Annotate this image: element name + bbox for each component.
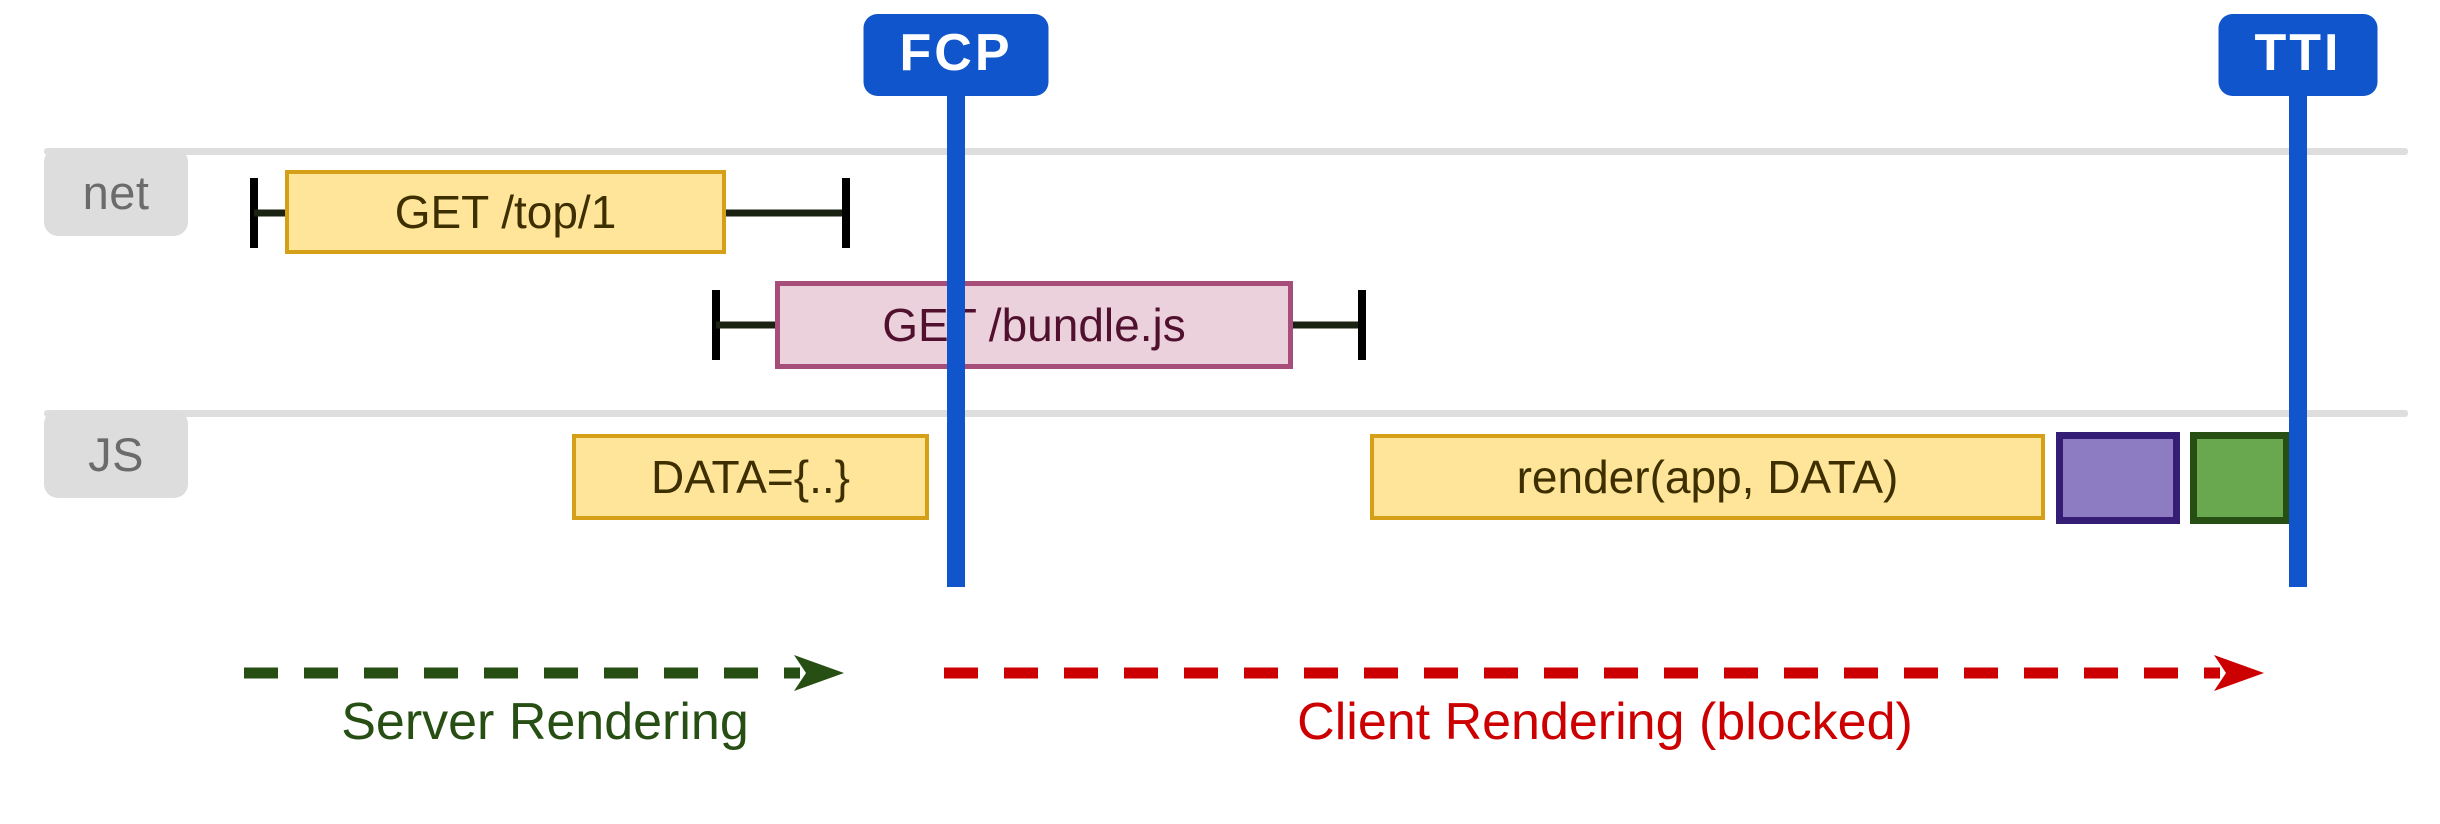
milestone-tti-flag[interactable]: TTI bbox=[2218, 14, 2378, 96]
milestone-fcp-stem bbox=[947, 74, 965, 587]
task-data-assign[interactable]: DATA={..} bbox=[572, 434, 929, 520]
task-data-assign-label: DATA={..} bbox=[650, 451, 850, 503]
milestone-fcp-flag[interactable]: FCP bbox=[863, 14, 1049, 96]
lane-label-js: JS bbox=[44, 410, 188, 498]
lane-label-net: net bbox=[44, 148, 188, 236]
annotation-server-rendering: Server Rendering bbox=[240, 650, 850, 770]
task-paint-green[interactable] bbox=[2190, 432, 2290, 524]
task-get-top[interactable]: GET /top/1 bbox=[285, 170, 726, 254]
lane-rule-net bbox=[44, 148, 2408, 155]
task-render-app[interactable]: render(app, DATA) bbox=[1370, 434, 2045, 520]
lane-rule-js bbox=[44, 410, 2408, 417]
client-rendering-label: Client Rendering (blocked) bbox=[1297, 693, 1913, 751]
task-get-bundle[interactable]: GET /bundle.js bbox=[775, 281, 1293, 369]
milestone-tti-stem bbox=[2289, 74, 2307, 587]
client-rendering-arrow-icon bbox=[944, 655, 2264, 691]
task-get-bundle-label: GET /bundle.js bbox=[882, 299, 1186, 351]
server-rendering-arrow-icon bbox=[244, 655, 844, 691]
task-hydrate-purple[interactable] bbox=[2056, 432, 2180, 524]
server-rendering-label: Server Rendering bbox=[341, 693, 749, 751]
whisker-cap-right bbox=[1358, 290, 1366, 360]
whisker-cap-right bbox=[842, 178, 850, 248]
task-render-app-label: render(app, DATA) bbox=[1516, 451, 1899, 503]
task-get-top-label: GET /top/1 bbox=[394, 186, 617, 238]
annotation-client-rendering: Client Rendering (blocked) bbox=[940, 650, 2270, 770]
